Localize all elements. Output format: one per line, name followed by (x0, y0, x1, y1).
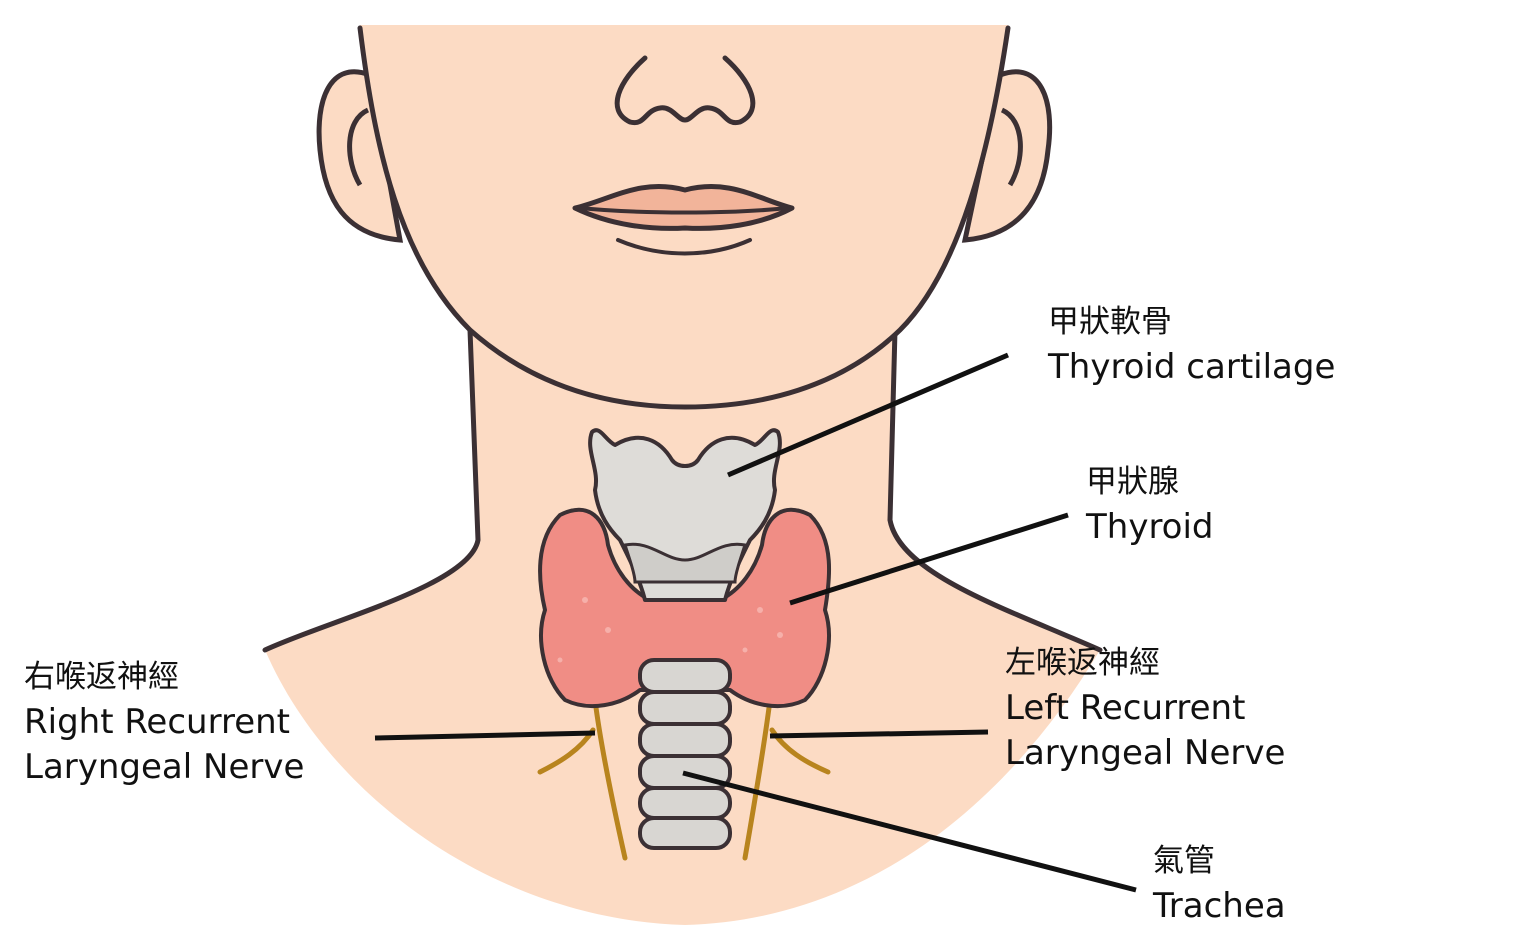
label-zh: 氣管 (1153, 843, 1215, 879)
chin-line (616, 238, 752, 256)
label-thyroid-cartilage: 甲狀軟骨 Thyroid cartilage (1048, 300, 1335, 390)
label-trachea: 氣管 Trachea (1153, 839, 1286, 929)
label-en-line1: Left Recurrent (1005, 688, 1246, 728)
leader-left-nerve (769, 729, 989, 739)
leader-thyroid (789, 512, 1069, 606)
label-en: Thyroid (1086, 507, 1214, 547)
lip-line (579, 206, 789, 215)
label-en: Thyroid cartilage (1048, 347, 1336, 387)
label-zh: 右喉返神經 (24, 659, 179, 695)
cricoid-cartilage (623, 542, 747, 584)
label-zh: 左喉返神經 (1005, 645, 1160, 681)
left-ear (316, 69, 404, 243)
label-right-recurrent-laryngeal-nerve: 右喉返神經 Right Recurrent Laryngeal Nerve (24, 655, 304, 790)
thyroid-texture (557, 597, 783, 663)
face-outline (357, 25, 1011, 410)
thyroid-gland (538, 507, 832, 708)
neck-outline (262, 327, 1103, 653)
label-en-line2: Laryngeal Nerve (24, 747, 305, 787)
label-thyroid: 甲狀腺 Thyroid (1086, 460, 1214, 550)
nose (614, 55, 756, 126)
trachea (638, 658, 732, 850)
right-ear (961, 69, 1053, 243)
label-en-line2: Laryngeal Nerve (1005, 733, 1286, 773)
right-ear-inner (1000, 107, 1023, 187)
label-en-line1: Right Recurrent (24, 702, 291, 742)
leader-lines (374, 352, 1137, 893)
label-left-recurrent-laryngeal-nerve: 左喉返神經 Left Recurrent Laryngeal Nerve (1005, 641, 1285, 776)
left-ear-inner (347, 107, 370, 187)
label-zh: 甲狀腺 (1086, 464, 1179, 500)
label-en: Trachea (1153, 886, 1286, 926)
leader-thyroid-cartilage (727, 352, 1009, 478)
label-zh: 甲狀軟骨 (1048, 304, 1172, 340)
leader-right-nerve (374, 730, 596, 741)
leader-trachea (682, 770, 1137, 893)
lips (572, 184, 795, 231)
